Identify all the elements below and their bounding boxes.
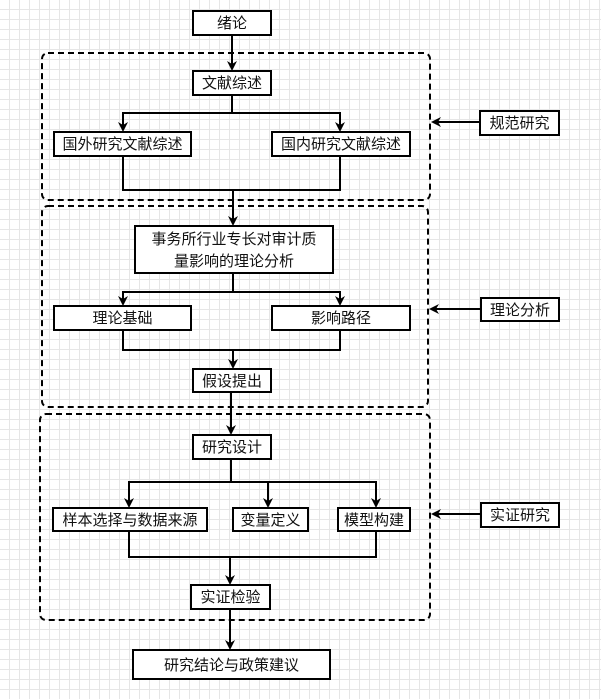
node-sample-data[interactable]: 样本选择与数据来源 <box>52 507 208 532</box>
node-variable-definition[interactable]: 变量定义 <box>232 507 309 532</box>
stage-groups <box>39 52 431 621</box>
node-hypothesis[interactable]: 假设提出 <box>192 368 272 393</box>
node-foreign-literature[interactable]: 国外研究文献综述 <box>53 131 192 157</box>
stage-label-empirical[interactable]: 实证研究 <box>480 502 560 528</box>
node-theory-basis[interactable]: 理论基础 <box>53 305 192 331</box>
node-theory-analysis[interactable]: 事务所行业专长对审计质量影响的理论分析 <box>134 225 334 274</box>
node-research-design[interactable]: 研究设计 <box>192 434 272 460</box>
node-intro[interactable]: 绪论 <box>192 10 272 36</box>
node-model-build[interactable]: 模型构建 <box>337 507 411 532</box>
stage-label-normative[interactable]: 规范研究 <box>479 110 560 136</box>
node-conclusion[interactable]: 研究结论与政策建议 <box>132 649 331 680</box>
stage-label-theoretical[interactable]: 理论分析 <box>480 297 560 322</box>
empirical-group <box>39 413 431 621</box>
node-domestic-literature[interactable]: 国内研究文献综述 <box>271 131 411 157</box>
normative-group <box>41 52 431 201</box>
node-influence-path[interactable]: 影响路径 <box>271 305 411 331</box>
node-empirical-test[interactable]: 实证检验 <box>190 584 271 610</box>
node-literature-review[interactable]: 文献综述 <box>192 70 272 96</box>
